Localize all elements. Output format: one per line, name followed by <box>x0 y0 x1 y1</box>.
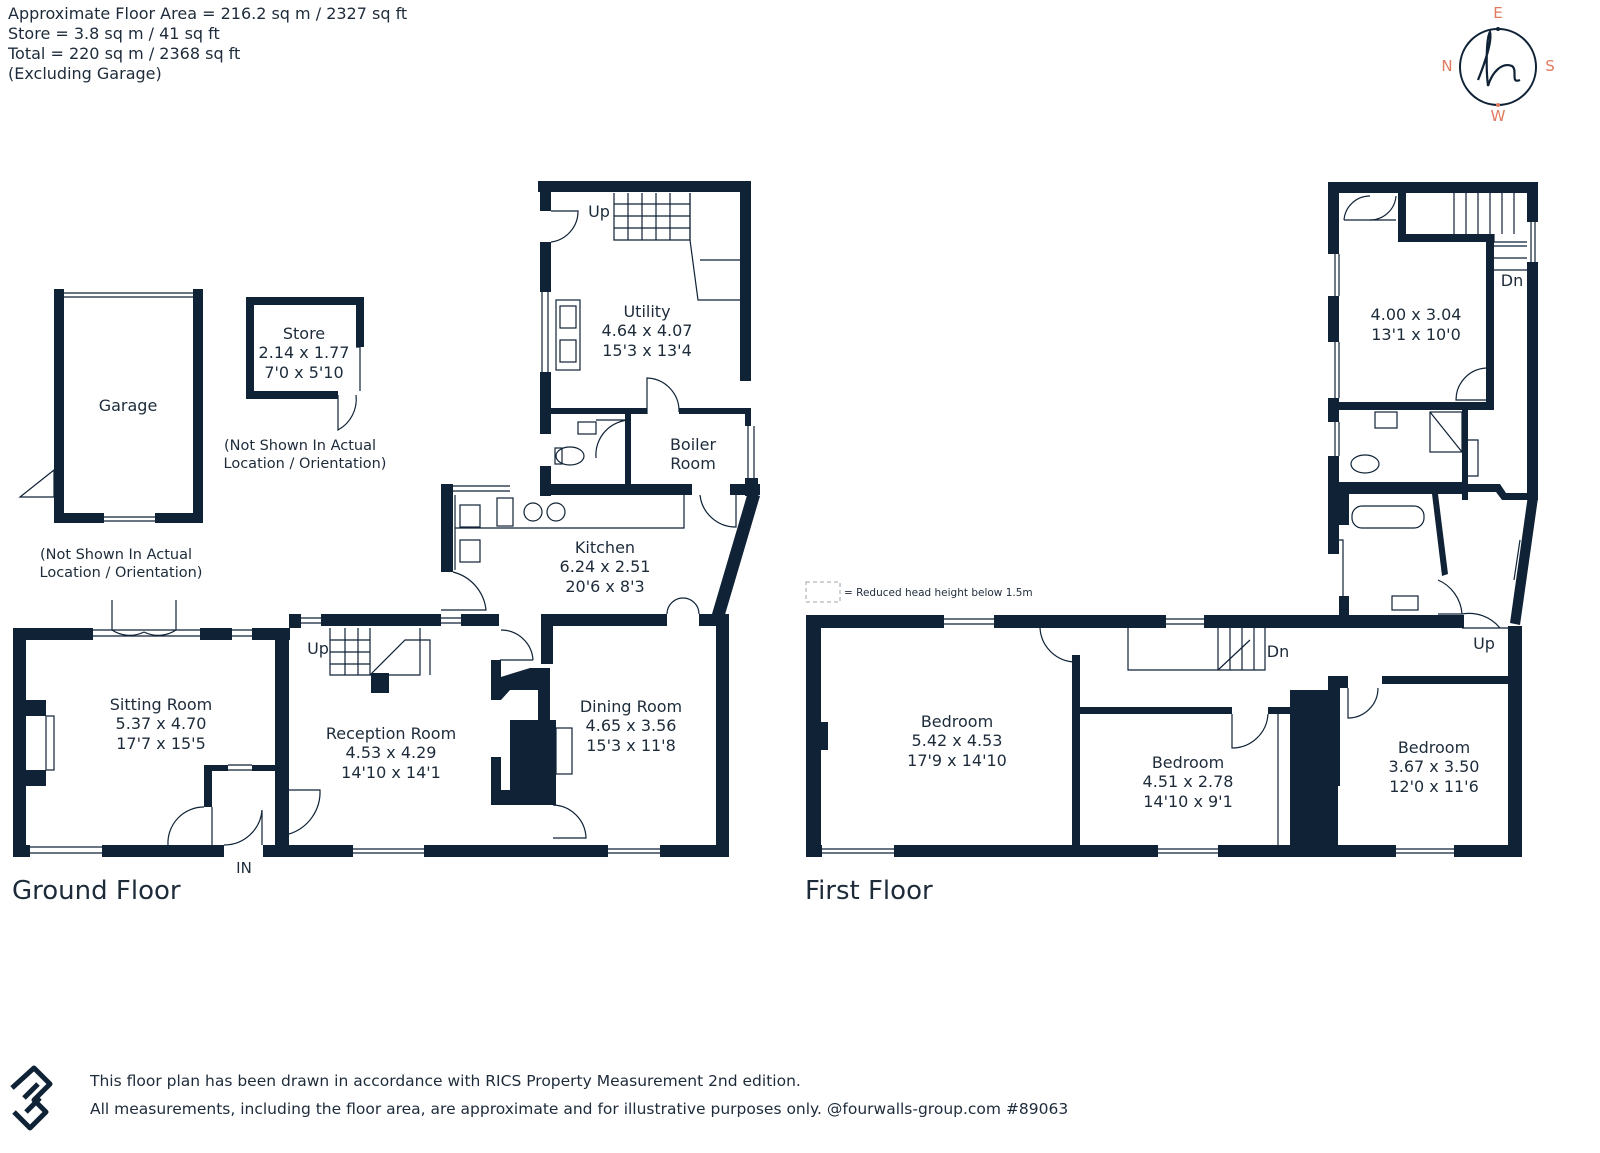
compass: E N S W <box>1441 4 1554 125</box>
label-top-room-ft: 13'1 x 10'0 <box>1371 325 1461 344</box>
area-line-1: Approximate Floor Area = 216.2 sq m / 23… <box>8 4 408 23</box>
note-garage-1: (Not Shown In Actual <box>40 547 192 563</box>
label-up-reception: Up <box>307 639 329 658</box>
label-store: Store <box>283 324 325 343</box>
plan-details <box>18 193 1536 854</box>
room-labels: Garage Store 2.14 x 1.77 7'0 x 5'10 (Not… <box>40 202 1524 877</box>
label-in: IN <box>236 859 252 877</box>
label-bed3-m: 3.67 x 3.50 <box>1389 757 1480 776</box>
label-utility: Utility <box>623 302 670 321</box>
label-reception-ft: 14'10 x 14'1 <box>341 763 441 782</box>
label-bed1: Bedroom <box>921 712 993 731</box>
label-boiler-2: Room <box>670 454 716 473</box>
label-dining-ft: 15'3 x 11'8 <box>586 736 676 755</box>
label-dining-m: 4.65 x 3.56 <box>586 716 677 735</box>
label-top-room-m: 4.00 x 3.04 <box>1371 305 1462 324</box>
label-sitting: Sitting Room <box>110 695 213 714</box>
footer-line-2: All measurements, including the floor ar… <box>90 1100 1069 1118</box>
label-up-utility: Up <box>588 202 610 221</box>
footer-line-1: This floor plan has been drawn in accord… <box>90 1072 801 1090</box>
ground-floor-walls <box>13 614 729 857</box>
note-store-2: Location / Orientation) <box>224 456 387 472</box>
label-reception: Reception Room <box>326 724 456 743</box>
note-store-1: (Not Shown In Actual <box>224 438 376 454</box>
kitchen-walls <box>441 478 760 618</box>
label-reception-m: 4.53 x 4.29 <box>346 743 437 762</box>
label-store-ft: 7'0 x 5'10 <box>264 363 343 382</box>
compass-w: W <box>1491 107 1506 125</box>
label-utility-m: 4.64 x 4.07 <box>602 321 693 340</box>
legend-text: = Reduced head height below 1.5m <box>844 587 1033 599</box>
area-summary: Approximate Floor Area = 216.2 sq m / 23… <box>8 4 407 84</box>
label-dn-top: Dn <box>1501 271 1523 290</box>
label-bed3-ft: 12'0 x 11'6 <box>1389 777 1479 796</box>
label-bed3: Bedroom <box>1398 738 1470 757</box>
compass-logo-icon <box>1476 29 1521 87</box>
note-garage-2: Location / Orientation) <box>40 565 203 581</box>
compass-s: S <box>1545 57 1555 75</box>
label-boiler-1: Boiler <box>670 435 717 454</box>
label-up-first: Up <box>1473 634 1495 653</box>
garage-walls <box>54 289 203 523</box>
label-bed2-m: 4.51 x 2.78 <box>1143 772 1234 791</box>
first-floor-title: First Floor <box>805 876 933 906</box>
label-kitchen-ft: 20'6 x 8'3 <box>565 577 644 596</box>
label-kitchen-m: 6.24 x 2.51 <box>560 557 651 576</box>
label-store-m: 2.14 x 1.77 <box>259 343 350 362</box>
label-bed1-m: 5.42 x 4.53 <box>912 731 1003 750</box>
label-utility-ft: 15'3 x 13'4 <box>602 341 692 360</box>
store-walls <box>246 297 364 399</box>
label-kitchen: Kitchen <box>575 538 635 557</box>
compass-n: N <box>1441 57 1452 75</box>
first-floor-walls <box>806 182 1538 857</box>
area-line-4: (Excluding Garage) <box>8 64 162 83</box>
label-sitting-ft: 17'7 x 15'5 <box>116 734 206 753</box>
label-dining: Dining Room <box>580 697 682 716</box>
fourwalls-logo-icon <box>10 1065 53 1131</box>
label-bed1-ft: 17'9 x 14'10 <box>907 751 1007 770</box>
area-line-3: Total = 220 sq m / 2368 sq ft <box>8 44 241 63</box>
ground-floor-title: Ground Floor <box>12 876 181 906</box>
label-dn-landing: Dn <box>1267 642 1289 661</box>
label-garage: Garage <box>99 396 158 415</box>
compass-e: E <box>1493 4 1502 22</box>
label-bed2-ft: 14'10 x 9'1 <box>1143 792 1233 811</box>
label-sitting-m: 5.37 x 4.70 <box>116 714 207 733</box>
label-bed2: Bedroom <box>1152 753 1224 772</box>
area-line-2: Store = 3.8 sq m / 41 sq ft <box>8 24 220 43</box>
legend-swatch <box>805 581 841 603</box>
